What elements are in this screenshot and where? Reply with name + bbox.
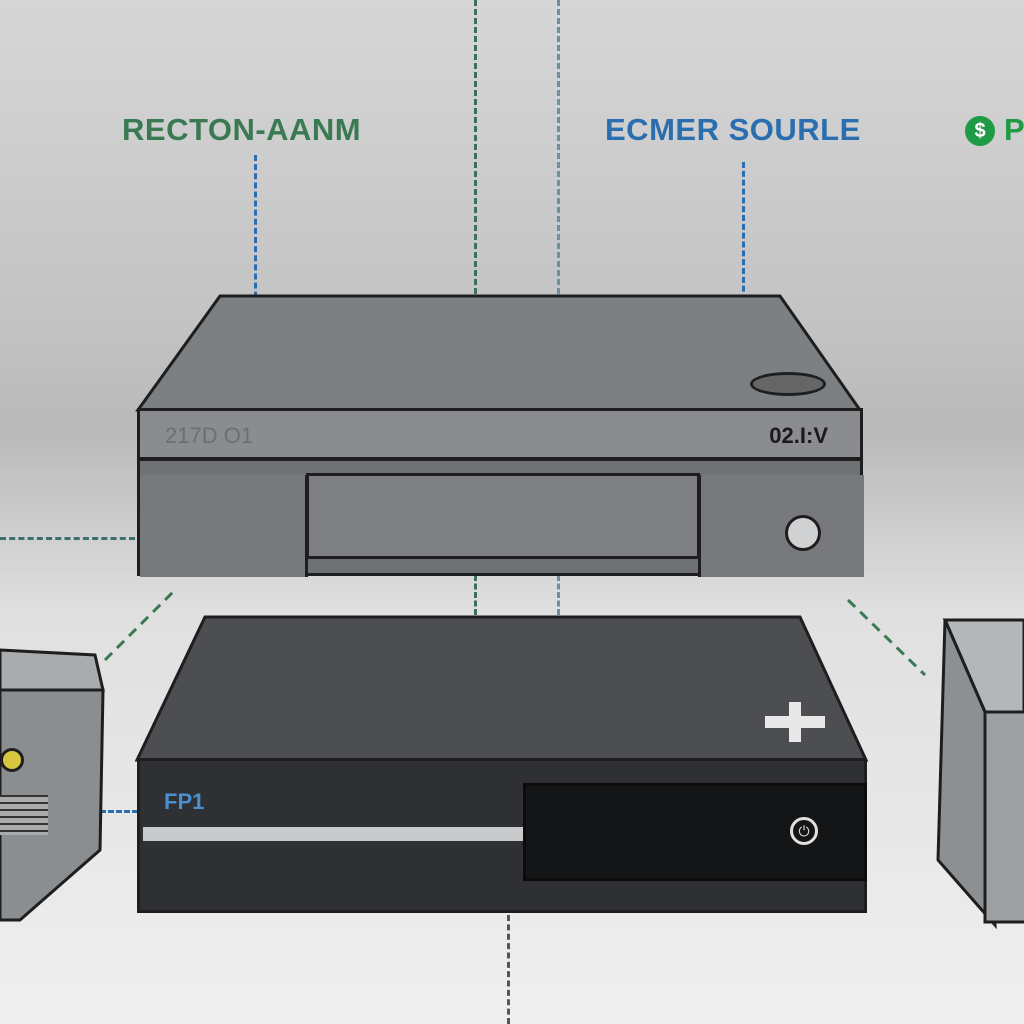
connector-line [507, 915, 510, 1024]
brand-text: FP1 [164, 789, 205, 814]
plus-icon [765, 702, 825, 742]
connector-line [474, 575, 477, 615]
connector-line [557, 0, 560, 330]
button-icon[interactable] [750, 372, 826, 396]
right-panel [698, 475, 864, 577]
disc-tray[interactable] [306, 473, 700, 559]
label-left: RECTON-AANM [122, 112, 362, 147]
connector-line [254, 155, 257, 325]
label-right: P [1004, 112, 1024, 147]
top-device-front-strip: 217D O1 02.I:V [137, 408, 863, 460]
silver-stripe [143, 827, 523, 841]
power-icon[interactable]: ⏻ [790, 817, 818, 845]
left-panel [140, 475, 308, 577]
connector-line [474, 0, 477, 330]
top-device-base [137, 458, 864, 577]
model-text: 217D O1 [165, 423, 254, 448]
connector-line [557, 575, 560, 615]
label-center: ECMER SOURLE [605, 112, 861, 147]
dollar-icon: $ [965, 116, 995, 146]
connector-line [100, 810, 138, 813]
power-button[interactable] [785, 515, 821, 551]
connector-line [0, 537, 135, 540]
left-device-vents [0, 795, 48, 835]
left-device-button[interactable] [0, 748, 24, 772]
version-text: 02.I:V [769, 423, 828, 448]
connector-line [742, 162, 745, 327]
bottom-device-front: FP1 ⏻ [137, 758, 867, 913]
